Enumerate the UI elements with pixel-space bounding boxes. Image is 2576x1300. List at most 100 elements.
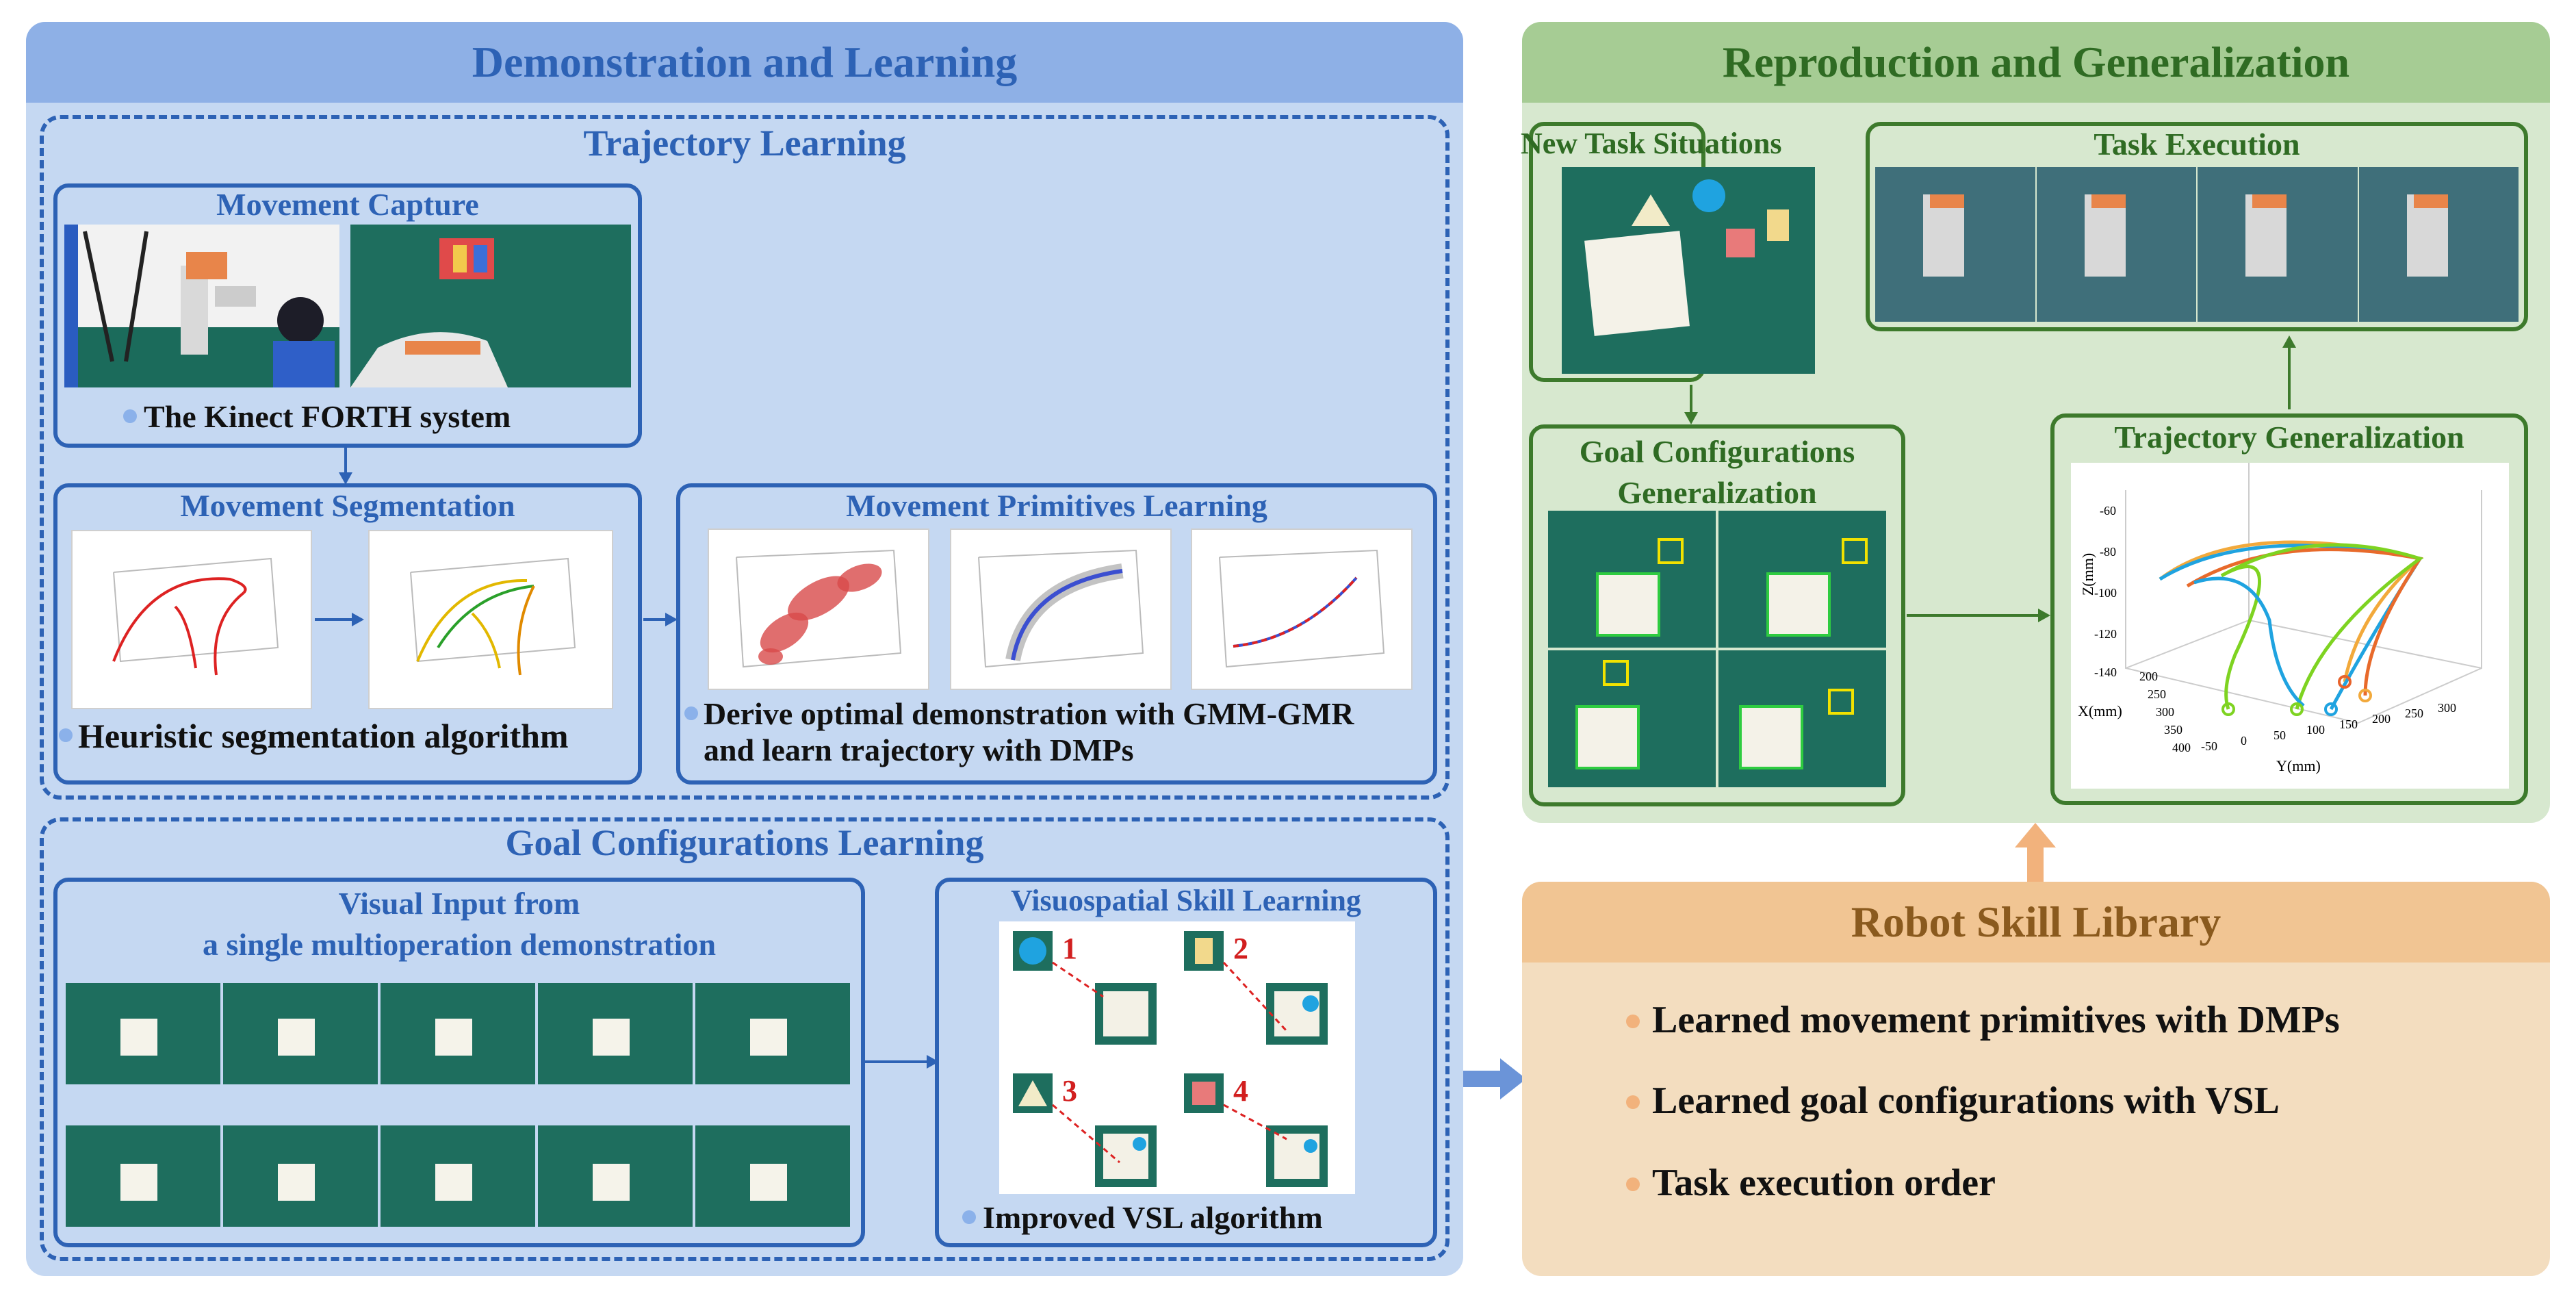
goal-gen-frame: [1718, 511, 1886, 648]
x-tick: 350: [2164, 723, 2182, 737]
y-tick: -50: [2201, 739, 2217, 753]
goal-generalization-title: Goal Configurations Generalization: [1529, 431, 1905, 513]
arrow-goalgen-to-trajgen: [1907, 609, 2050, 622]
task-execution-box: [1866, 122, 2528, 331]
y-tick: 100: [2306, 723, 2325, 737]
demo-frame: [538, 1125, 693, 1227]
new-task-photo: [1562, 167, 1815, 374]
arrow-learning-to-library: [1463, 1058, 1526, 1099]
movement-segmentation-box: [53, 483, 642, 785]
reproduction-header: Reproduction and Generalization: [1522, 22, 2550, 103]
goal-generalization-box: [1529, 424, 1905, 806]
demo-frame: [66, 1125, 220, 1227]
y-axis-label: Y(mm): [2276, 757, 2321, 774]
segmentation-caption: Heuristic segmentation algorithm: [59, 716, 641, 756]
library-item-3-text: Task execution order: [1652, 1162, 1996, 1204]
task-execution-title: Task Execution: [2094, 127, 2300, 162]
bullet-dot: [59, 728, 73, 742]
dmp-plot: [1191, 528, 1413, 690]
arrow-seg-to-primitives: [643, 613, 678, 626]
goal-generalization-grid: [1548, 511, 1886, 787]
y-tick: 0: [2241, 734, 2247, 748]
goal-learning-title: Goal Configurations Learning: [505, 822, 984, 863]
goal-gen-frame: [1548, 650, 1716, 787]
bullet-dot: [1626, 1015, 1640, 1028]
library-item-2-text: Learned goal configurations with VSL: [1652, 1080, 2280, 1122]
z-tick: -60: [2100, 504, 2116, 518]
z-tick: -100: [2094, 586, 2117, 600]
primitives-caption: Derive optimal demonstration with GMM-GM…: [684, 696, 1437, 768]
demo-frame: [538, 983, 693, 1084]
vsl-step-4: 4: [1233, 1074, 1248, 1108]
z-tick: -140: [2094, 665, 2117, 679]
library-item-2: Learned goal configurations with VSL: [1626, 1079, 2516, 1123]
bullet-dot: [1626, 1177, 1640, 1191]
arrow-seg-raw-to-seg: [315, 613, 364, 626]
trajectory-generalization-title: Trajectory Generalization: [2114, 420, 2464, 455]
execution-frame: [2036, 167, 2196, 322]
visual-input-box: [53, 878, 865, 1247]
y-tick: 150: [2339, 717, 2358, 731]
bullet-dot: [123, 409, 137, 423]
trajectory-learning-region: [40, 115, 1450, 800]
arrow-visual-to-vsl: [865, 1055, 939, 1069]
library-item-1: Learned movement primitives with DMPs: [1626, 998, 2516, 1042]
vsl-title: Visuospatial Skill Learning: [1011, 884, 1361, 917]
arrow-trajgen-to-execution: [2282, 335, 2296, 409]
demo-frame: [381, 1125, 535, 1227]
gmr-plot: [950, 528, 1172, 690]
arrow-library-to-reproduction: [2015, 823, 2056, 883]
new-task-title: New Task Situations: [1521, 127, 1782, 160]
vsl-illustration: 1 2 3 4: [999, 921, 1355, 1194]
demo-frame: [66, 983, 220, 1084]
primitives-caption-line2: and learn trajectory with DMPs: [704, 732, 1134, 767]
demo-frames-row-1: [66, 983, 850, 1084]
y-tick: 250: [2405, 706, 2423, 720]
vsl-caption: Improved VSL algorithm: [962, 1199, 1434, 1236]
kinect-caption: The Kinect FORTH system: [123, 398, 602, 435]
demo-frame: [223, 983, 378, 1084]
goal-generalization-title-line1: Goal Configurations: [1579, 434, 1855, 469]
trajectory-3d-plot: Z(mm) X(mm) Y(mm) -60 -80 -100 -120 -140…: [2071, 463, 2509, 789]
x-axis-label: X(mm): [2078, 702, 2122, 719]
trajectory-learning-title: Trajectory Learning: [583, 123, 906, 164]
goal-gen-frame: [1718, 650, 1886, 787]
primitives-caption-text: Derive optimal demonstration with GMM-GM…: [704, 696, 1354, 768]
execution-frame: [2358, 167, 2519, 322]
arrow-newtask-to-goalgen: [1684, 385, 1698, 424]
vsl-step-1: 1: [1062, 932, 1077, 965]
vsl-caption-text: Improved VSL algorithm: [983, 1200, 1323, 1235]
z-tick: -120: [2094, 627, 2117, 641]
visual-input-title: Visual Input from a single multioperatio…: [53, 883, 865, 965]
execution-frame: [2198, 167, 2358, 322]
visual-input-title-line2: a single multioperation demonstration: [202, 927, 717, 962]
demo-frames-row-2: [66, 1125, 850, 1227]
vsl-box: [935, 878, 1437, 1247]
execution-frame: [1875, 167, 2035, 322]
trajectory-generalization-box: [2050, 413, 2528, 805]
arrow-capture-to-segmentation: [339, 445, 352, 485]
execution-frames: [1875, 167, 2519, 322]
x-tick: 400: [2172, 741, 2191, 754]
gmm-plot: [708, 528, 929, 690]
primitives-learning-title: Movement Primitives Learning: [846, 488, 1267, 523]
movement-capture-box: [53, 183, 642, 448]
y-tick: 50: [2274, 728, 2286, 742]
visual-input-title-line1: Visual Input from: [338, 886, 580, 921]
demo-frame: [381, 983, 535, 1084]
segmentation-plot-segmented: [368, 530, 613, 709]
demonstration-learning-header: Demonstration and Learning: [26, 22, 1463, 103]
x-tick: 200: [2139, 670, 2158, 683]
goal-gen-frame: [1548, 511, 1716, 648]
x-tick: 300: [2156, 705, 2174, 719]
demo-frame: [695, 983, 850, 1084]
bullet-dot: [962, 1210, 976, 1224]
vsl-step-2: 2: [1233, 932, 1248, 965]
movement-capture-title: Movement Capture: [216, 187, 479, 222]
glove-capture-photo: [350, 225, 631, 387]
x-tick: 250: [2148, 687, 2166, 701]
goal-learning-region: [40, 817, 1450, 1261]
library-item-3: Task execution order: [1626, 1161, 2516, 1205]
library-item-1-text: Learned movement primitives with DMPs: [1652, 999, 2340, 1041]
segmentation-plot-raw: [71, 530, 312, 709]
